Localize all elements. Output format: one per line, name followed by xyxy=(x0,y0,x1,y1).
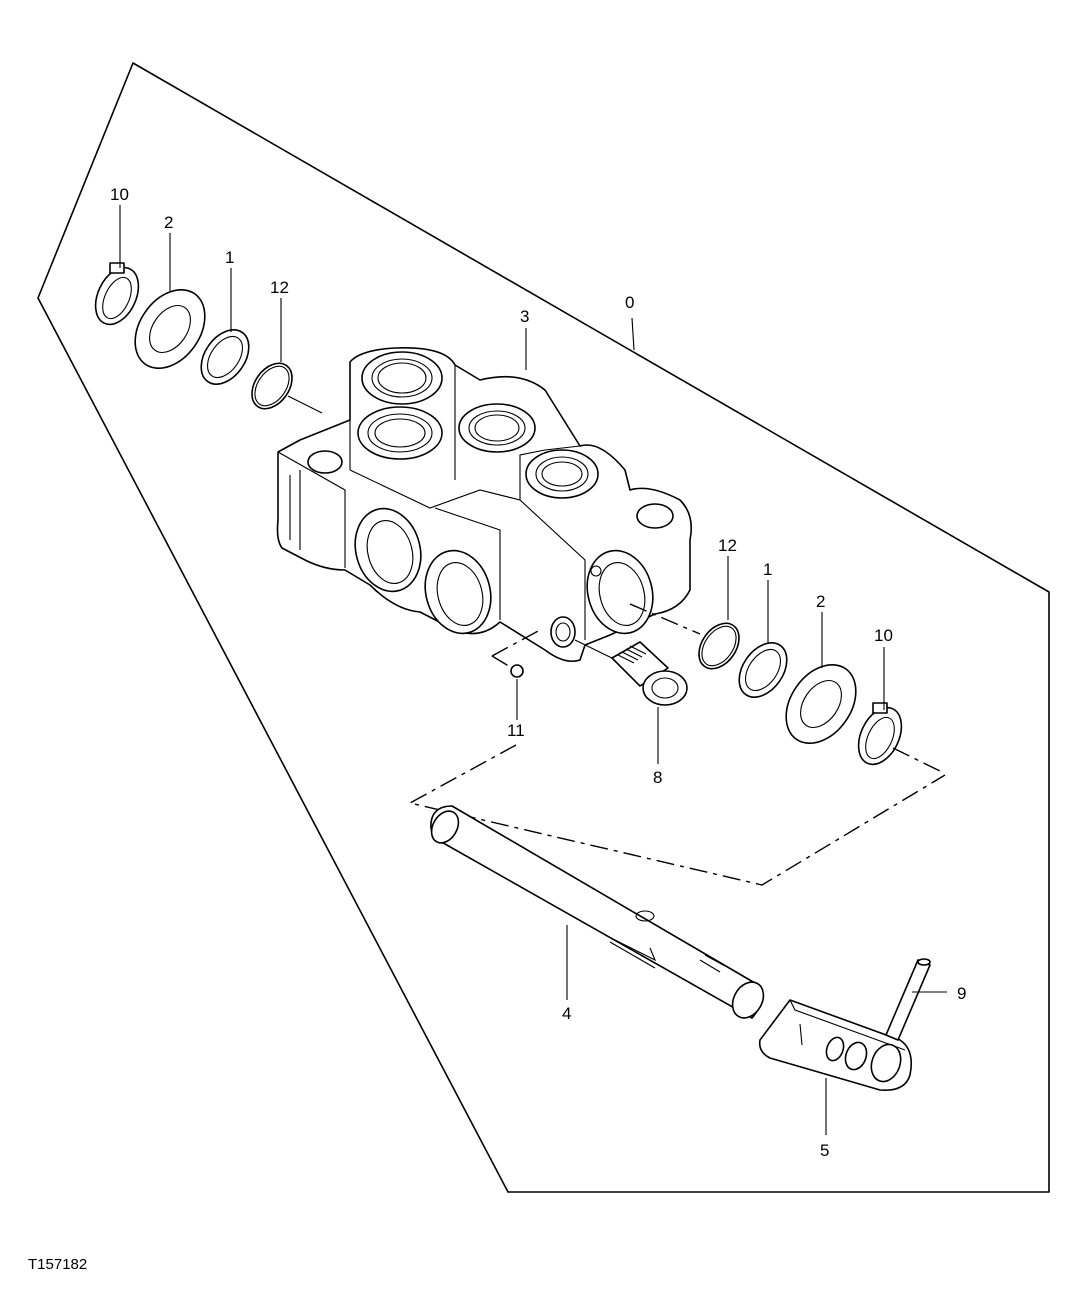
o-ring-right xyxy=(698,622,740,670)
plug-screw xyxy=(574,639,688,706)
callout-2-right: 2 xyxy=(816,592,825,611)
callout-5: 5 xyxy=(820,1141,829,1160)
washer-left xyxy=(134,288,206,370)
snap-ring-right xyxy=(857,702,903,766)
assembly-boundary xyxy=(37,62,1050,1193)
callout-11: 11 xyxy=(507,721,525,740)
axis-right-end xyxy=(892,747,943,773)
callout-8: 8 xyxy=(653,768,662,787)
callout-12-left: 12 xyxy=(270,278,289,297)
spool-axis-frame xyxy=(408,744,946,886)
clevis xyxy=(758,999,913,1092)
callout-9: 9 xyxy=(957,984,966,1003)
o-ring-left xyxy=(251,362,293,410)
figure-id: T157182 xyxy=(28,1256,88,1273)
backup-ring-left xyxy=(200,329,250,385)
leader-0 xyxy=(631,317,635,351)
axis-left xyxy=(287,395,323,414)
ball xyxy=(510,664,524,678)
callout-3: 3 xyxy=(520,307,529,326)
axis-bottom-a xyxy=(491,629,541,657)
callout-2-left: 2 xyxy=(164,213,173,232)
spool xyxy=(430,805,765,1019)
callout-4: 4 xyxy=(562,1004,571,1023)
snap-ring-left xyxy=(94,262,140,326)
pin xyxy=(885,958,931,1041)
callout-1-right: 1 xyxy=(763,560,772,579)
valve-body xyxy=(276,347,693,663)
washer-right xyxy=(785,663,857,745)
axis-bottom-b xyxy=(491,655,513,669)
backup-ring-right xyxy=(738,642,788,698)
callout-10-left: 10 xyxy=(110,185,129,204)
callout-1-left: 1 xyxy=(225,248,234,267)
callout-0: 0 xyxy=(625,293,634,312)
axis-right xyxy=(629,603,701,635)
callout-10-right: 10 xyxy=(874,626,893,645)
callout-12-right: 12 xyxy=(718,536,737,555)
